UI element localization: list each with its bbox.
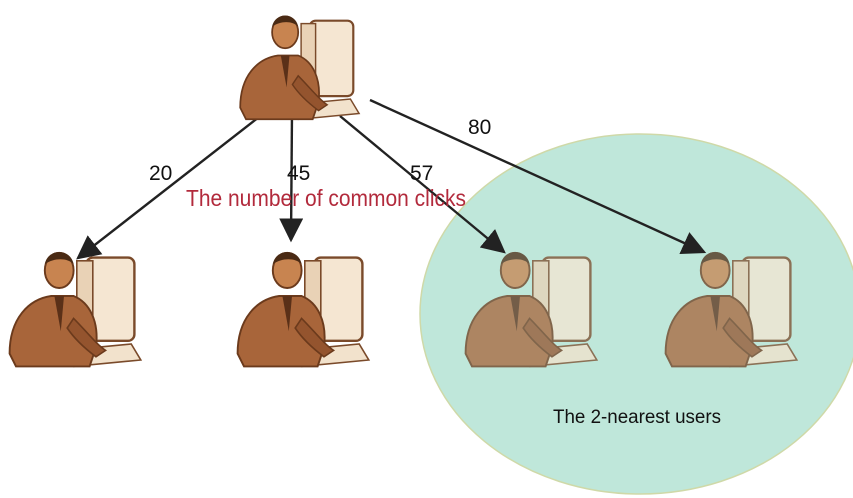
nearest-users-label: The 2-nearest users [553, 407, 721, 428]
edge-to-user-1 [76, 109, 269, 260]
edge-to-user-2 [279, 111, 304, 243]
edge-to-user-4 [369, 98, 707, 254]
source-user-icon [239, 14, 361, 121]
edge-weight-20: 20 [149, 162, 172, 185]
common-clicks-caption: The number of common clicks [186, 185, 466, 211]
user-2-icon [236, 250, 370, 368]
edge-weight-57: 57 [410, 162, 433, 185]
edge-weight-80: 80 [468, 116, 491, 139]
edge-to-user-3 [339, 115, 506, 254]
edge-weight-45: 45 [287, 162, 310, 185]
nearest-users-region [419, 133, 853, 495]
user-1-icon [8, 250, 142, 368]
